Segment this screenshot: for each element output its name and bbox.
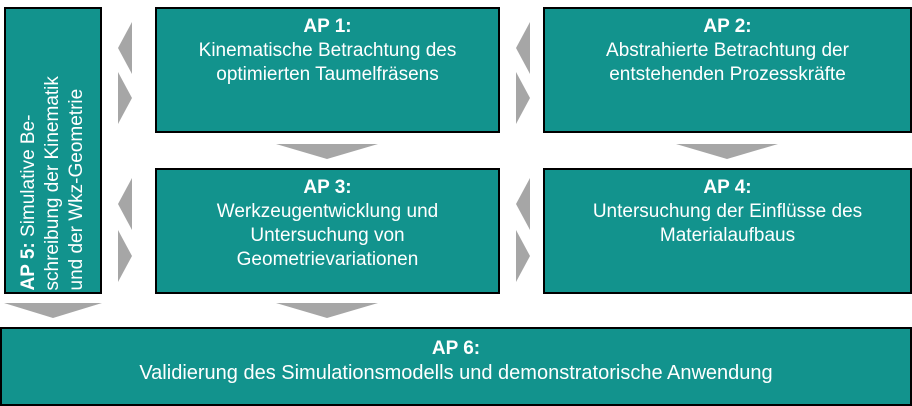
- chevron-left-icon: [118, 178, 132, 230]
- ap3-body: Werkzeugentwicklung und Untersuchung von…: [217, 200, 438, 272]
- ap3-line-3: Geometrievariationen: [236, 249, 419, 270]
- chevron-left-icon: [118, 22, 132, 74]
- ap6-line-1: Validierung des Simulationsmodells und d…: [139, 362, 773, 384]
- ap5-box: AP 5: Simulative Be- schreibung der Kine…: [4, 7, 102, 294]
- chevron-left-icon: [516, 22, 530, 74]
- ap2-body: Abstrahierte Betrachtung der entstehende…: [606, 39, 849, 87]
- chevron-right-icon: [516, 230, 530, 282]
- ap6-title: AP 6:: [431, 338, 481, 359]
- ap6-body: Validierung des Simulationsmodells und d…: [139, 361, 772, 385]
- chevron-right-icon: [118, 72, 132, 124]
- ap4-body: Untersuchung der Einflüsse des Materiala…: [593, 200, 862, 248]
- ap3-line-1: Werkzeugentwicklung und: [216, 201, 439, 222]
- arrow-down-icon: [276, 303, 378, 318]
- ap4-box: AP 4: Untersuchung der Einflüsse des Mat…: [543, 168, 912, 294]
- ap1-line-1: Kinematische Betrachtung des: [198, 40, 457, 61]
- ap3-box: AP 3: Werkzeugentwicklung und Untersuchu…: [155, 168, 500, 294]
- ap6-box: AP 6: Validierung des Simulationsmodells…: [0, 327, 912, 406]
- ap2-box: AP 2: Abstrahierte Betrachtung der entst…: [543, 7, 912, 133]
- ap1-line-2: optimierten Taumelfräsens: [216, 64, 439, 85]
- ap2-title: AP 2:: [703, 16, 752, 37]
- chevron-left-icon: [516, 178, 530, 230]
- ap1-body: Kinematische Betrachtung des optimierten…: [199, 39, 457, 87]
- arrow-down-icon: [276, 144, 378, 159]
- ap4-line-1: Untersuchung der Einflüsse des: [592, 201, 863, 222]
- ap2-line-2: entstehenden Prozesskräfte: [609, 64, 846, 85]
- arrow-down-icon: [4, 303, 102, 318]
- ap4-line-2: Materialaufbaus: [659, 225, 796, 246]
- ap3-title: AP 3:: [303, 177, 352, 198]
- ap2-line-1: Abstrahierte Betrachtung der: [606, 40, 849, 61]
- ap1-title: AP 1:: [303, 16, 352, 37]
- chevron-right-icon: [118, 230, 132, 282]
- chevron-right-icon: [516, 72, 530, 124]
- ap4-title: AP 4:: [703, 177, 752, 198]
- arrow-down-icon: [676, 144, 778, 159]
- ap3-line-2: Untersuchung von: [250, 225, 405, 246]
- ap1-box: AP 1: Kinematische Betrachtung des optim…: [155, 7, 500, 133]
